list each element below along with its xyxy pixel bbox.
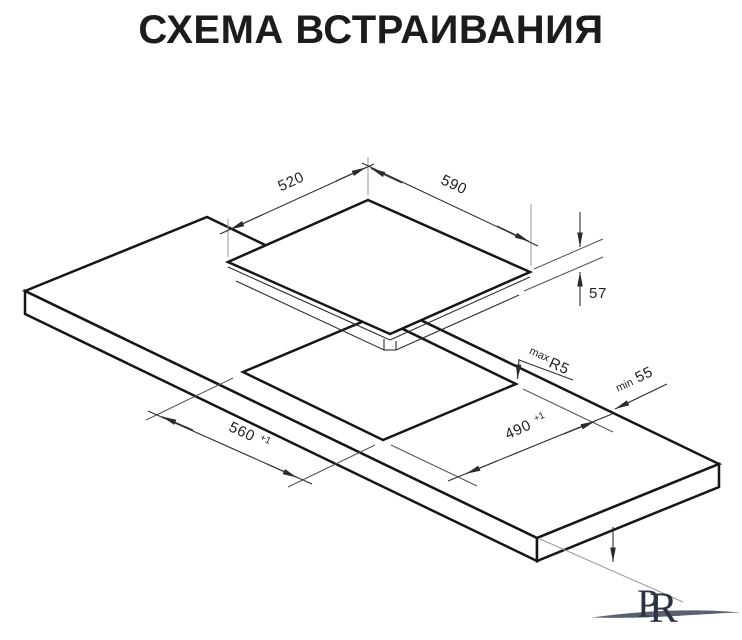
- extension-line: [145, 377, 234, 421]
- dimension-590: 590: [361, 162, 539, 266]
- arrowhead: [335, 166, 367, 182]
- arrowhead: [229, 214, 263, 231]
- dim-560-tolerance: +1: [258, 432, 272, 447]
- dimension-560: 560 +1: [145, 377, 376, 488]
- brand-logo: P R: [592, 581, 741, 632]
- logo-letter-p: P: [637, 581, 659, 626]
- hob-glass-rim-right: [389, 276, 531, 341]
- arrowhead: [161, 416, 194, 431]
- leader-arrow: [614, 383, 668, 410]
- countertop-cutout: [239, 314, 520, 442]
- countertop: [21, 215, 723, 603]
- extension-line: [390, 444, 478, 487]
- extension-line: [523, 256, 604, 292]
- extension-line: [533, 238, 604, 270]
- extension-line: [522, 388, 614, 433]
- arrowhead: [563, 420, 596, 435]
- arrowhead: [465, 460, 498, 475]
- leader-line: [518, 359, 574, 381]
- dim-520-label: 520: [275, 169, 306, 196]
- front-edge-extension-line: [539, 538, 684, 603]
- arrowhead: [266, 463, 298, 479]
- dimension-min-55: min 55: [614, 363, 668, 410]
- cooktop: [224, 198, 534, 351]
- logo-letter-r: R: [649, 585, 678, 632]
- arrowhead: [515, 358, 522, 380]
- min-55-value: 55: [632, 363, 655, 386]
- hob-body-right-edge: [395, 294, 520, 351]
- hob-glass-rim-left: [227, 266, 391, 341]
- page-title: СХЕМА ВСТРАИВАНИЯ: [138, 8, 604, 52]
- dim-590-label: 590: [438, 172, 469, 199]
- max-r5-prefix: max: [527, 345, 551, 365]
- arrowhead: [370, 167, 403, 184]
- max-r5-value: R5: [546, 354, 572, 378]
- dim-57-label: 57: [589, 285, 607, 302]
- dimension-57: 57: [523, 212, 607, 306]
- arrowhead: [496, 225, 530, 242]
- hob-body-left-edge: [235, 280, 385, 351]
- countertop-end-face: [535, 462, 721, 563]
- hob-glass-top: [224, 198, 534, 336]
- min-55-prefix: min: [614, 376, 635, 394]
- logo-swoosh: [592, 610, 741, 618]
- dim-490-tolerance: +1: [532, 410, 546, 424]
